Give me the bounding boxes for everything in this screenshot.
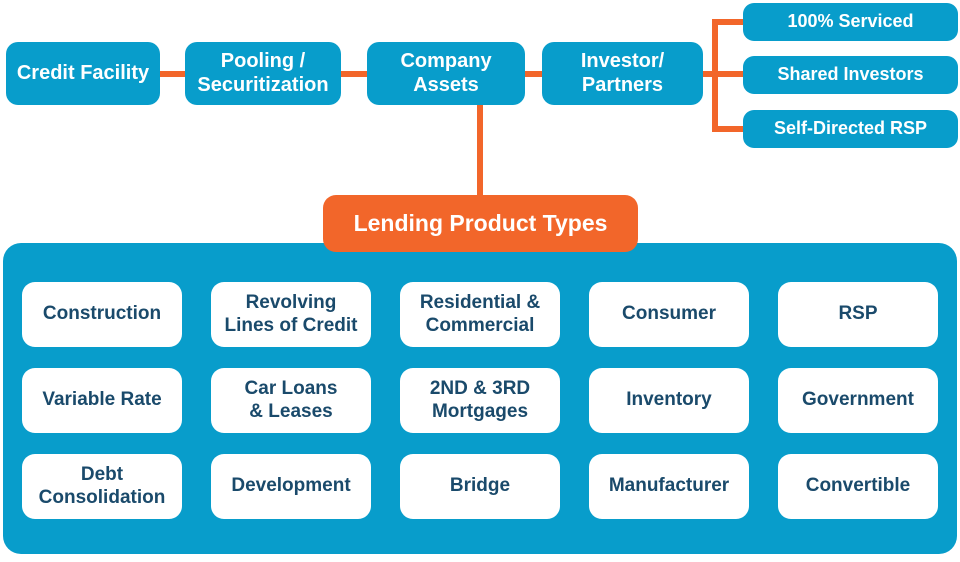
product-convertible: Convertible <box>778 454 938 519</box>
product-debt-consolidation: Debt Consolidation <box>22 454 182 519</box>
product-car-loans-leases: Car Loans & Leases <box>211 368 371 433</box>
node-investor-partners: Investor/ Partners <box>542 42 703 105</box>
connector-company-to-investor <box>523 71 544 77</box>
product-inventory: Inventory <box>589 368 749 433</box>
node-credit-facility: Credit Facility <box>6 42 160 105</box>
lending-product-types-header: Lending Product Types <box>323 195 638 252</box>
connector-branch-trunk <box>712 19 718 132</box>
node-self-directed-rsp: Self-Directed RSP <box>743 110 958 148</box>
connector-company-to-lending <box>477 103 483 196</box>
product-variable-rate: Variable Rate <box>22 368 182 433</box>
connector-credit-to-pooling <box>158 71 187 77</box>
connector-branch-bottom-stub <box>712 126 743 132</box>
node-100-percent-serviced: 100% Serviced <box>743 3 958 41</box>
product-revolving-lines-of-credit: Revolving Lines of Credit <box>211 282 371 347</box>
lending-products-panel: Construction Revolving Lines of Credit R… <box>3 243 957 554</box>
product-government: Government <box>778 368 938 433</box>
product-rsp: RSP <box>778 282 938 347</box>
product-development: Development <box>211 454 371 519</box>
node-shared-investors: Shared Investors <box>743 56 958 94</box>
node-company-assets: Company Assets <box>367 42 525 105</box>
product-consumer: Consumer <box>589 282 749 347</box>
connector-branch-top-stub <box>712 19 743 25</box>
node-pooling-securitization: Pooling / Securitization <box>185 42 341 105</box>
connector-pooling-to-company <box>339 71 369 77</box>
product-manufacturer: Manufacturer <box>589 454 749 519</box>
product-2nd-3rd-mortgages: 2ND & 3RD Mortgages <box>400 368 560 433</box>
product-construction: Construction <box>22 282 182 347</box>
connector-investor-to-branches <box>701 71 743 77</box>
product-residential-commercial: Residential & Commercial <box>400 282 560 347</box>
product-bridge: Bridge <box>400 454 560 519</box>
